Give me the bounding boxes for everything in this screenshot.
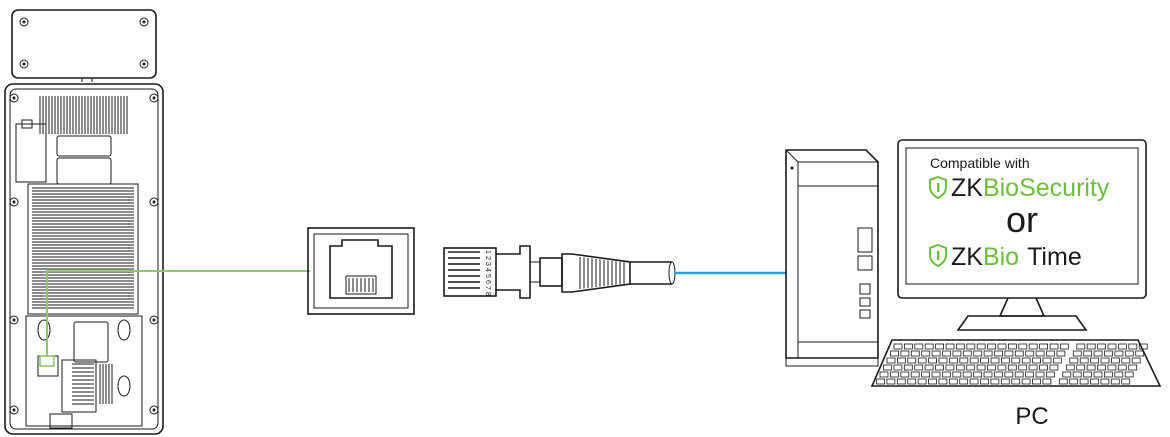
device-to-jack-wire [46, 270, 310, 356]
pin-number: 5 [484, 274, 491, 278]
product-zkbiotime: ZKBio Time [951, 243, 1082, 271]
rj45-plug: 1 2 3 4 5 6 7 8 [443, 245, 676, 299]
product-suffix: BioSecurity [983, 174, 1110, 202]
terminal-block [72, 363, 113, 405]
side-screws [9, 93, 159, 415]
pin-number: 7 [484, 286, 491, 290]
pin-number: 1 [484, 250, 491, 254]
product-tail: Time [1027, 243, 1082, 271]
pin-number: 6 [484, 280, 491, 284]
compatible-label: Compatible with [930, 155, 1030, 171]
rj45-jack [307, 227, 415, 315]
or-label: or [1006, 199, 1038, 240]
top-vent-grille [39, 96, 128, 134]
pc-label: PC [1015, 403, 1048, 430]
pin-numbers: 1 2 3 4 5 6 7 8 [484, 250, 491, 296]
pin-number: 3 [484, 262, 491, 266]
pin-number: 4 [484, 268, 491, 272]
main-vent-grille [32, 187, 134, 309]
pin-number: 8 [484, 292, 491, 296]
device-ethernet-port [39, 355, 55, 367]
access-control-device [4, 9, 164, 435]
product-prefix: ZK [951, 174, 983, 202]
pin-number: 2 [484, 256, 491, 260]
mounting-bracket [11, 9, 157, 82]
pc-tower [785, 149, 879, 367]
monitor [897, 139, 1147, 331]
shield-icon [929, 243, 947, 268]
keyboard [870, 339, 1162, 387]
product-suffix: Bio [983, 243, 1019, 271]
product-prefix: ZK [951, 243, 983, 271]
product-zkbiosecurity: ZKBioSecurity [951, 174, 1110, 202]
device-body [4, 83, 164, 435]
shield-icon [929, 175, 947, 200]
